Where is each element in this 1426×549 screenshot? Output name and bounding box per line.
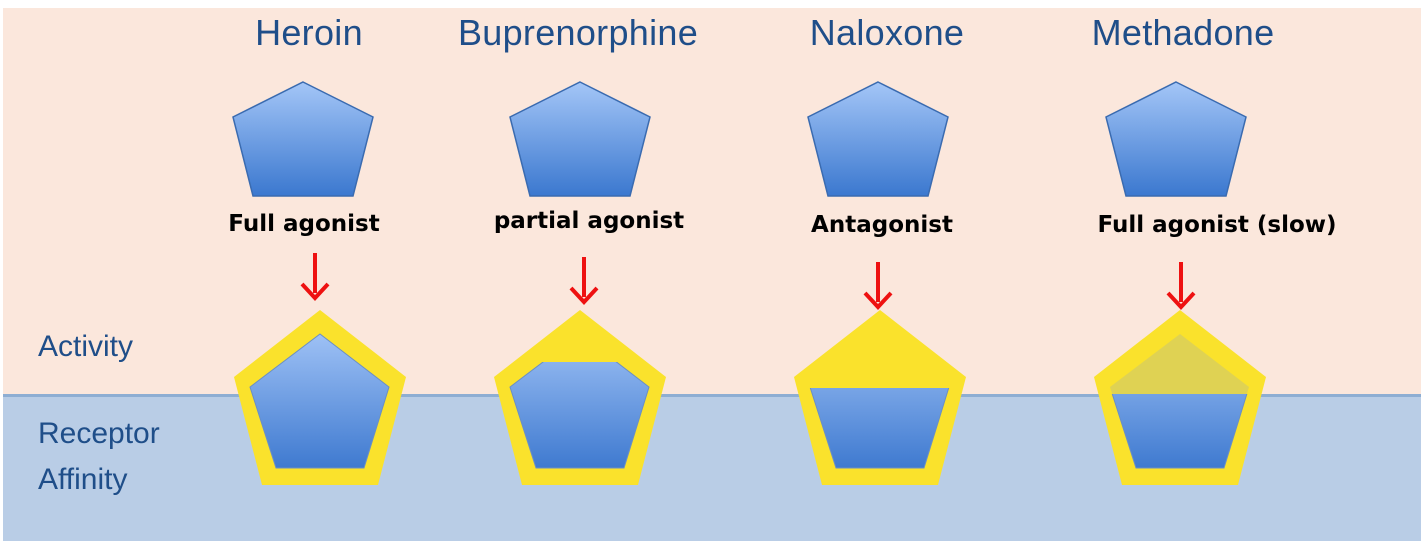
activity-label: Activity [38, 330, 134, 363]
buprenorphine-molecule-pentagon [509, 81, 651, 197]
heroin-molecule-pentagon [232, 81, 374, 197]
drug-methadone [1094, 81, 1266, 485]
naloxone-arrow-head [863, 291, 893, 310]
drug-name-methadone: Methadone [1091, 12, 1275, 53]
drug-naloxone [794, 81, 966, 485]
methadone-arrow-head [1166, 291, 1196, 310]
buprenorphine-bound-molecule [509, 362, 650, 469]
naloxone-bound-molecule [809, 388, 950, 469]
heroin-bound-molecule [249, 333, 390, 469]
action-label-buprenorphine: partial agonist [493, 208, 685, 234]
methadone-bound-molecule [1111, 394, 1248, 469]
heroin-arrow-head [300, 282, 330, 301]
drug-heroin [232, 81, 406, 485]
buprenorphine-arrow-head [569, 286, 599, 305]
naloxone-molecule-pentagon [807, 81, 949, 197]
receptor-label: Receptor [38, 417, 160, 450]
action-label-naloxone: Antagonist [811, 212, 953, 238]
methadone-molecule-pentagon [1105, 81, 1247, 197]
drug-name-buprenorphine: Buprenorphine [457, 12, 699, 53]
drug-buprenorphine [494, 81, 666, 485]
region-divider [3, 394, 1421, 397]
drug-name-naloxone: Naloxone [809, 12, 965, 53]
drug-name-heroin: Heroin [255, 12, 363, 53]
action-label-methadone: Full agonist (slow) [1097, 212, 1337, 238]
action-label-heroin: Full agonist [228, 211, 380, 237]
affinity-label: Affinity [38, 463, 128, 496]
methadone-bound-molecule-translucent [1110, 334, 1249, 394]
